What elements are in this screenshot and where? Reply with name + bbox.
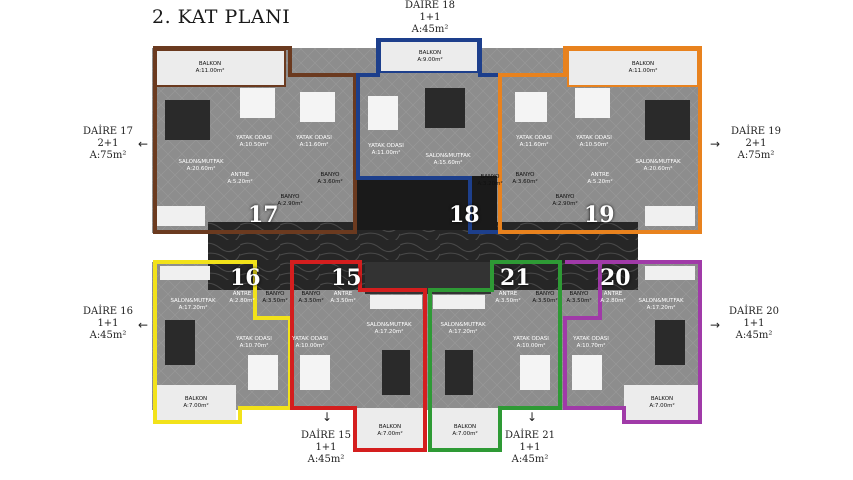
- unit-number-21: 21: [500, 265, 531, 291]
- balcony-16: [156, 385, 236, 421]
- outline-d17: [153, 46, 357, 234]
- outline-d21: [428, 260, 562, 452]
- outline-d19: [498, 46, 702, 234]
- arrow-right-d20: →: [710, 318, 721, 332]
- arrow-down-d21: ↓: [527, 410, 538, 424]
- page-title: 2. KAT PLANI: [152, 6, 291, 28]
- balcony-15: [355, 408, 425, 448]
- balcony-19: [567, 49, 699, 87]
- kitchen-counters: [157, 206, 695, 309]
- outline-d20: [563, 260, 702, 424]
- stair-core: [357, 176, 497, 230]
- arrow-left-d16: ←: [138, 318, 149, 332]
- balcony-20: [624, 385, 700, 421]
- outline-d18: [356, 38, 502, 234]
- balcony-21: [430, 408, 500, 448]
- unit-number-16: 16: [230, 265, 261, 291]
- unit-number-15: 15: [331, 265, 362, 291]
- unit-number-18: 18: [449, 202, 480, 228]
- unit-number-20: 20: [600, 265, 631, 291]
- arrow-down-d15: ↓: [322, 410, 333, 424]
- arrow-left-d17: ←: [138, 137, 149, 151]
- outline-d15: [290, 260, 427, 452]
- unit-number-17: 17: [248, 202, 279, 228]
- unit-number-19: 19: [584, 202, 615, 228]
- arrow-right-d19: →: [710, 137, 721, 151]
- furniture: [165, 88, 690, 395]
